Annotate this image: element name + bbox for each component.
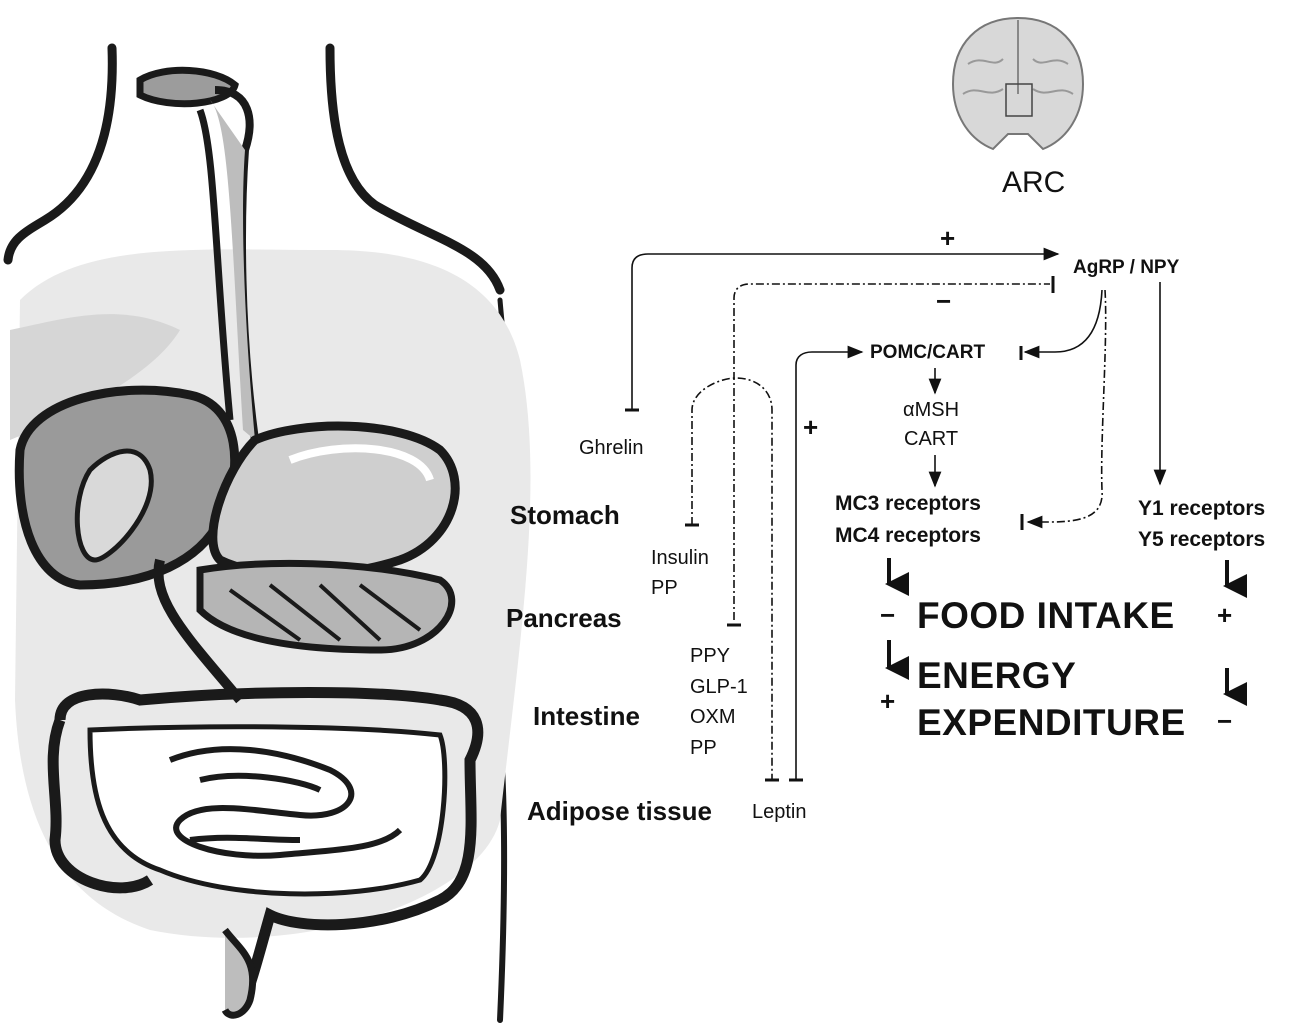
mc4-receptors-label: MC4 receptors <box>835 525 981 546</box>
leptin-plus-sign: + <box>803 414 818 440</box>
pp-intestine-label: PP <box>690 738 717 758</box>
leptin-label: Leptin <box>752 802 807 822</box>
energy-plus-sign: + <box>880 688 895 714</box>
amsh-label: αMSH <box>903 400 959 420</box>
adipose-tissue-label: Adipose tissue <box>527 798 712 824</box>
agrp-to-pomc-line <box>1025 290 1102 352</box>
ghrelin-to-agrp-line <box>632 254 1058 410</box>
intestine-label: Intestine <box>533 703 640 729</box>
ghrelin-label: Ghrelin <box>579 438 643 458</box>
expenditure-label: EXPENDITURE <box>917 704 1186 741</box>
mc3-receptors-label: MC3 receptors <box>835 493 981 514</box>
pp-pancreas-label: PP <box>651 578 678 598</box>
glp1-label: GLP-1 <box>690 677 748 697</box>
food-intake-label: FOOD INTAKE <box>917 597 1175 634</box>
energy-label: ENERGY <box>917 657 1076 694</box>
agrp-npy-label: AgRP / NPY <box>1073 258 1179 277</box>
insulin-label: Insulin <box>651 548 709 568</box>
inhibition-minus-sign: − <box>936 288 951 314</box>
cart-label: CART <box>904 429 958 449</box>
inhibition-to-agrp-line <box>734 284 1050 620</box>
stomach-label: Stomach <box>510 502 620 528</box>
y5-receptors-label: Y5 receptors <box>1138 529 1265 550</box>
ghrelin-plus-sign: + <box>940 225 955 251</box>
ppy-label: PPY <box>690 646 730 666</box>
energy-minus-sign: − <box>1217 708 1232 734</box>
y1-receptors-label: Y1 receptors <box>1138 498 1265 519</box>
agrp-to-mc-line <box>1028 290 1106 522</box>
pancreas-label: Pancreas <box>506 605 622 631</box>
food-intake-plus-sign: + <box>1217 602 1232 628</box>
food-intake-minus-sign: − <box>880 602 895 628</box>
pomc-cart-label: POMC/CART <box>870 343 985 362</box>
oxm-label: OXM <box>690 707 736 727</box>
